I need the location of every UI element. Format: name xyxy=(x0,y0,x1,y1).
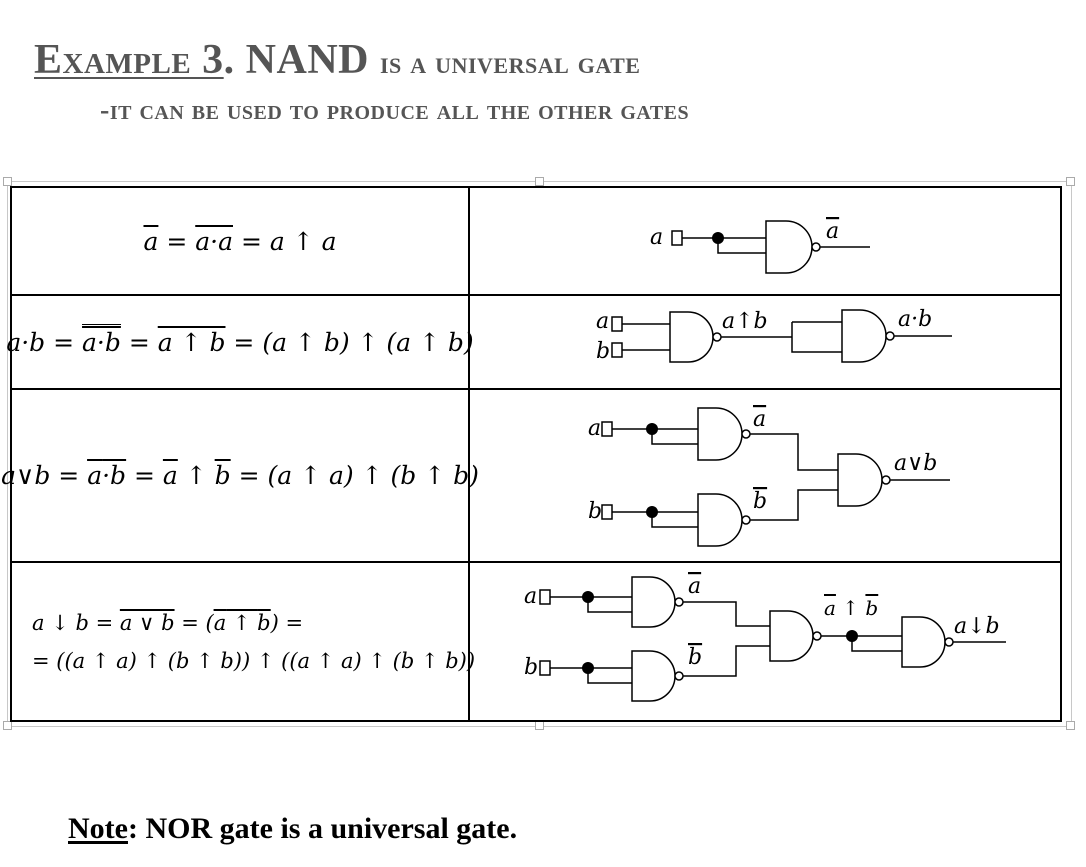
input-label-a: a xyxy=(588,416,601,441)
label-not-a-nand-not-b: a ↑ b xyxy=(824,596,878,620)
nand-gate xyxy=(837,453,883,507)
input-label-b: b xyxy=(596,339,610,364)
input-terminal xyxy=(611,316,623,332)
input-label-a: a xyxy=(650,225,663,250)
label-not-a: a xyxy=(688,574,701,599)
formula-cell-not: a = a·a = a ↑ a xyxy=(12,188,468,294)
note-line: Note: NOR gate is a universal gate. xyxy=(68,812,517,846)
note-label: Note xyxy=(68,812,128,845)
title-nand: . NAND xyxy=(223,37,380,83)
output-label-not-a: a xyxy=(826,219,839,244)
input-label-b: b xyxy=(524,655,538,680)
nand-bubble xyxy=(741,429,751,439)
diagram-cell-and: a b a↑b a·b xyxy=(470,296,1060,388)
row-divider xyxy=(12,561,1060,563)
resize-handle[interactable] xyxy=(535,177,544,186)
resize-handle[interactable] xyxy=(3,177,12,186)
and-gate-diagram: a b a↑b a·b xyxy=(596,307,952,364)
gates-table: a = a·a = a ↑ a a a a·b = a·b = a ↑ b = … xyxy=(1,186,1062,722)
nand-bubble xyxy=(811,242,821,252)
input-terminal xyxy=(601,421,613,437)
label-a-nor-b: a↓b xyxy=(954,614,1000,639)
nand-bubble xyxy=(812,631,822,641)
nand-bubble xyxy=(674,671,684,681)
nand-gate xyxy=(697,493,743,547)
resize-handle[interactable] xyxy=(1066,721,1075,730)
label-not-a: a xyxy=(753,407,766,432)
nand-bubble xyxy=(674,597,684,607)
diagram-cell-not: a a xyxy=(470,188,1060,294)
input-terminal xyxy=(611,342,623,358)
row-divider xyxy=(12,294,1060,296)
resize-handle[interactable] xyxy=(535,721,544,730)
formula-nor: a ↓ b = a ∨ b = (a ↑ b) = = ((a ↑ a) ↑ (… xyxy=(32,604,475,680)
page-title: Example 3. NAND is a universal gate xyxy=(34,36,640,84)
label-not-b: b xyxy=(688,645,702,670)
nand-bubble xyxy=(881,475,891,485)
input-label-b: b xyxy=(588,499,602,524)
formula-cell-or: a∨b = a·b = a ↑ b = (a ↑ a) ↑ (b ↑ b) xyxy=(1,390,479,561)
column-divider xyxy=(468,188,470,720)
formula-nor-line2: = ((a ↑ a) ↑ (b ↑ b)) ↑ ((a ↑ a) ↑ (b ↑ … xyxy=(32,648,476,673)
resize-handle[interactable] xyxy=(3,721,12,730)
formula-and: a·b = a·b = a ↑ b = (a ↑ b) ↑ (a ↑ b) xyxy=(6,323,474,357)
formula-cell-and: a·b = a·b = a ↑ b = (a ↑ b) ↑ (a ↑ b) xyxy=(6,296,474,388)
diagram-cell-nor: a a b b a ↑ b xyxy=(470,563,1060,720)
nand-bubble xyxy=(712,332,722,342)
input-label-a: a xyxy=(524,584,537,609)
formula-nor-line1: a ↓ b = a ∨ b = (a ↑ b) = xyxy=(32,610,304,635)
title-rest: is a universal gate xyxy=(380,44,641,80)
input-terminal xyxy=(539,660,551,676)
nand-gate xyxy=(841,309,887,363)
not-gate-diagram: a a xyxy=(650,219,870,274)
nand-gate xyxy=(669,311,714,363)
nand-gate xyxy=(901,616,946,668)
label-not-b: b xyxy=(753,489,767,514)
nand-gate xyxy=(697,407,743,461)
nand-gate xyxy=(769,610,814,662)
nor-gate-diagram: a a b b a ↑ b xyxy=(524,574,1006,702)
formula-or: a∨b = a·b = a ↑ b = (a ↑ a) ↑ (b ↑ b) xyxy=(1,461,479,490)
nand-bubble xyxy=(741,515,751,525)
input-terminal xyxy=(671,230,683,246)
example-label: Example 3 xyxy=(34,37,224,83)
resize-handle[interactable] xyxy=(1066,177,1075,186)
nand-bubble xyxy=(944,637,954,647)
diagram-cell-or: a a b b a∨b xyxy=(470,390,1060,561)
nand-gate xyxy=(765,220,813,274)
label-a-and-b: a·b xyxy=(898,307,932,332)
nand-gate xyxy=(631,576,676,628)
input-label-a: a xyxy=(596,309,609,334)
page-subtitle: -it can be used to produce all the other… xyxy=(100,95,690,126)
label-a-nand-b: a↑b xyxy=(722,309,768,334)
nand-gate xyxy=(631,650,676,702)
or-gate-diagram: a a b b a∨b xyxy=(588,407,950,547)
formula-not: a = a·a = a ↑ a xyxy=(143,226,337,256)
formula-cell-nor: a ↓ b = a ∨ b = (a ↑ b) = = ((a ↑ a) ↑ (… xyxy=(12,563,475,720)
input-terminal xyxy=(539,589,551,605)
nand-bubble xyxy=(885,331,895,341)
note-text: : NOR gate is a universal gate. xyxy=(127,812,518,845)
label-a-or-b: a∨b xyxy=(894,451,937,476)
input-terminal xyxy=(601,504,613,520)
row-divider xyxy=(12,388,1060,390)
